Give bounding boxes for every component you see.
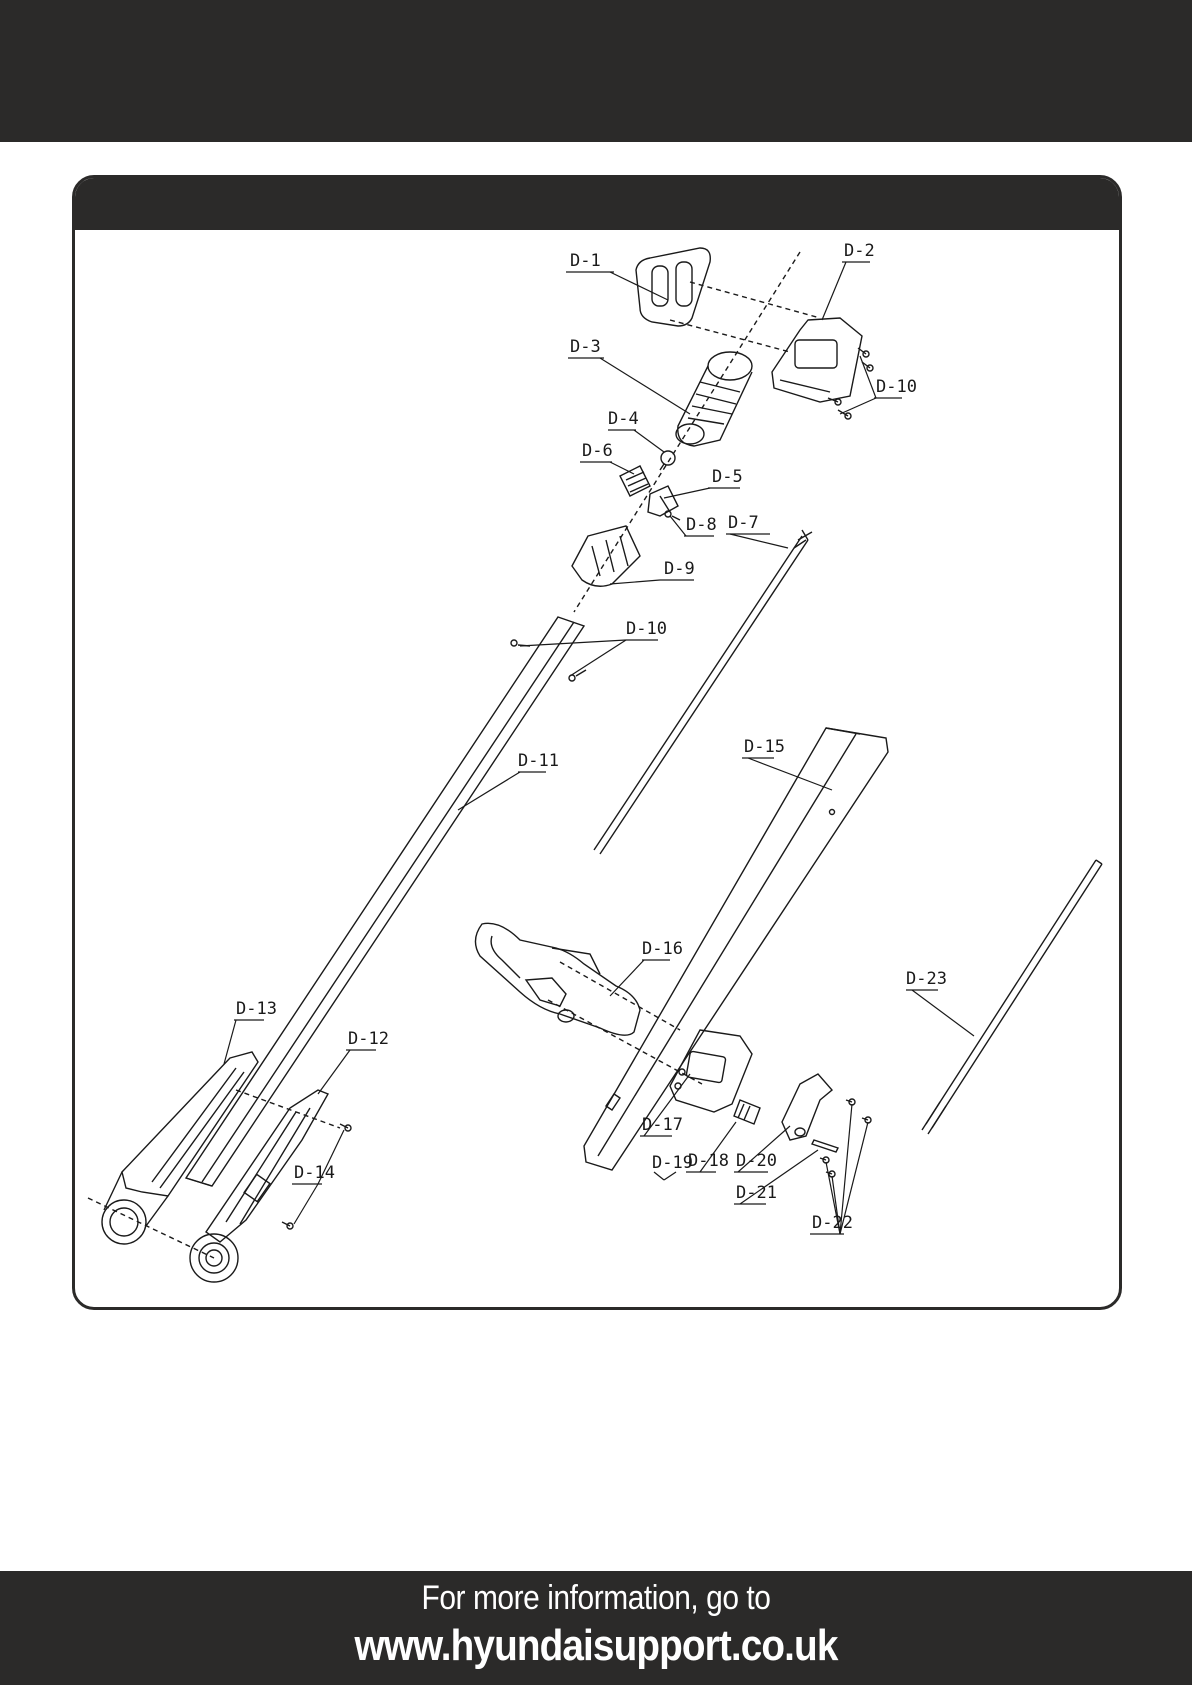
label-d20: D-20	[736, 1151, 777, 1171]
part-d16-handle	[475, 923, 640, 1035]
label-d15: D-15	[744, 737, 785, 757]
part-d3-motor	[676, 352, 752, 446]
part-d21-pin	[812, 1140, 838, 1152]
part-d5-bracket	[648, 486, 678, 516]
label-d9: D-9	[664, 559, 695, 579]
label-d6: D-6	[582, 441, 613, 461]
part-d15-lower-tube	[584, 728, 888, 1170]
part-d6-switch	[620, 466, 650, 496]
exploded-parts-diagram: D-1 D-2 D-3 D-4 D-5 D-6 D-7 D-8 D-9 D-10…	[0, 0, 1192, 1420]
label-d10-middle: D-10	[626, 619, 667, 639]
part-d23-rod	[922, 860, 1102, 1134]
label-d23: D-23	[906, 969, 947, 989]
label-d13: D-13	[236, 999, 277, 1019]
label-d12: D-12	[348, 1029, 389, 1049]
label-d18: D-18	[688, 1151, 729, 1171]
footer-website-link[interactable]: www.hyundaisupport.co.uk	[72, 1621, 1121, 1671]
footer-bar: For more information, go to www.hyundais…	[0, 1571, 1192, 1685]
part-d4-gear	[660, 451, 675, 470]
label-d3: D-3	[570, 337, 601, 357]
label-d8: D-8	[686, 515, 717, 535]
label-d2: D-2	[844, 241, 875, 261]
part-d13-left-holder	[102, 1052, 258, 1244]
label-d19: D-19	[652, 1153, 693, 1173]
label-d17: D-17	[642, 1115, 683, 1135]
label-d14: D-14	[294, 1163, 335, 1183]
label-d5: D-5	[712, 467, 743, 487]
label-d1: D-1	[570, 251, 601, 271]
leader-lines	[224, 262, 974, 1234]
part-d22-screws	[820, 1099, 871, 1177]
part-d20-bracket	[782, 1074, 832, 1140]
part-d18-connector	[734, 1100, 760, 1124]
part-d2-head-housing	[772, 318, 862, 402]
label-d11: D-11	[518, 751, 559, 771]
label-d16: D-16	[642, 939, 683, 959]
footer-info-text: For more information, go to	[72, 1579, 1121, 1618]
label-d4: D-4	[608, 409, 639, 429]
label-d22: D-22	[812, 1213, 853, 1233]
label-d10-top: D-10	[876, 377, 917, 397]
part-d10-screws-top	[828, 348, 873, 419]
label-d7: D-7	[728, 513, 759, 533]
part-d11-long-tube	[186, 617, 584, 1186]
part-d9-shroud	[572, 526, 640, 586]
part-d7-rod	[594, 530, 812, 854]
part-d1-cover	[636, 248, 710, 326]
label-d21: D-21	[736, 1183, 777, 1203]
